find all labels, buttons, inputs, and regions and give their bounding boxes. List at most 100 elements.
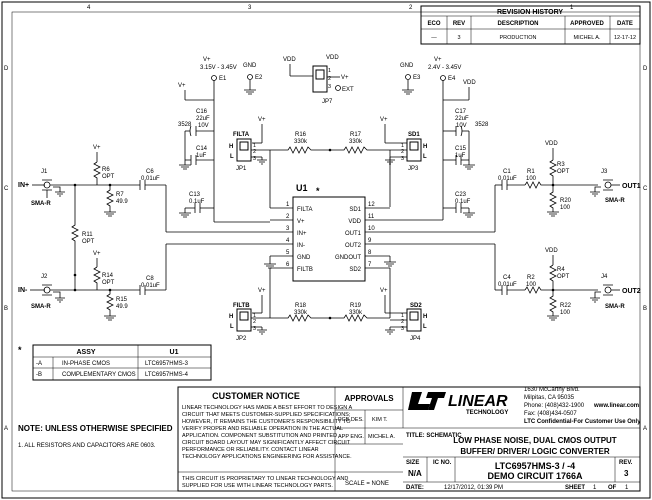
c16-ref: C16 — [196, 109, 208, 115]
rev-cell: MICHEL A. — [574, 35, 601, 41]
j2-type: SMA-R — [31, 304, 51, 310]
filta-label: FILTA — [233, 132, 250, 138]
assy-header: ASSY — [76, 349, 95, 356]
c16-volt: 10V — [198, 123, 209, 129]
r3-value: OPT — [557, 169, 570, 175]
pin-num: 3 — [253, 156, 256, 162]
jumper-jp7[interactable] — [312, 65, 328, 93]
resistor-r16 — [270, 146, 330, 154]
vplus-label: V+ — [434, 57, 442, 63]
r16-value: 330k — [294, 139, 308, 145]
company-logo: LINEAR TECHNOLOGY — [408, 392, 508, 416]
pin-num: 2 — [328, 76, 331, 82]
assy-star: * — [18, 345, 22, 355]
c14-value: 1uF — [196, 153, 207, 159]
resistor-r1 — [524, 181, 598, 189]
of-value: 1 — [625, 485, 629, 491]
resistor-r22 — [549, 290, 557, 316]
pin-num: 1 — [328, 68, 331, 74]
r18-ref: R18 — [295, 303, 307, 309]
r18-value: 330k — [294, 310, 308, 316]
vplus-label: V+ — [178, 83, 186, 89]
part-number: LTC6957HMS-3 / -4 — [495, 461, 575, 471]
e2-label: E2 — [255, 75, 263, 81]
jp2-label: JP2 — [236, 336, 247, 342]
assy-table: * ASSY U1 -A IN-PHASE CMOS LTC6957HMS-3 … — [18, 344, 212, 381]
u1-pin-num: 9 — [368, 238, 372, 244]
terminal-ext — [335, 85, 341, 91]
u1-pin-name: V+ — [297, 219, 305, 225]
u1-pin-num: 3 — [286, 226, 290, 232]
proprietary-line: THIS CIRCUIT IS PROPRIETARY TO LINEAR TE… — [182, 476, 348, 482]
u1-label: U1 — [296, 183, 308, 193]
r15-value: 49.9 — [116, 304, 128, 310]
inp-label: IN+ — [18, 182, 29, 189]
title-line-1: LOW PHASE NOISE, DUAL CMOS OUTPUT — [453, 436, 617, 445]
out1-label: OUT1 — [622, 183, 641, 190]
l-label: L — [423, 324, 427, 330]
vplus-label: V+ — [93, 145, 101, 151]
r3-ref: R3 — [557, 162, 565, 168]
c13-ref: C13 — [189, 192, 201, 198]
u1-pin-num: 6 — [286, 262, 290, 268]
pin-num: 3 — [401, 156, 404, 162]
icno-label: IC NO. — [433, 460, 452, 466]
vplus-label: V+ — [380, 288, 388, 294]
revision-history-table: REVISION HISTORY ECO REV DESCRIPTION APP… — [420, 5, 641, 45]
date-label: DATE: — [406, 485, 424, 491]
h-label: H — [229, 144, 233, 150]
resistor-r14 — [93, 266, 101, 290]
u1-pin-num: 10 — [368, 226, 375, 232]
revision-title: REVISION HISTORY — [497, 9, 563, 16]
r19-value: 330k — [349, 310, 363, 316]
vdd-label: VDD — [283, 57, 296, 63]
vdd-label: VDD — [463, 80, 476, 86]
assy-cell: IN-PHASE CMOS — [62, 361, 110, 367]
resistor-r7 — [106, 185, 114, 212]
u1-pin-name: VDD — [348, 219, 361, 225]
vdd-label: VDD — [326, 55, 339, 61]
u1-body — [292, 196, 366, 282]
u1-pin-name: FILTA — [297, 207, 312, 213]
connector-j3[interactable] — [604, 181, 612, 189]
r4-ref: R4 — [557, 267, 565, 273]
resistor-r18 — [270, 314, 330, 322]
pin-num: 3 — [401, 326, 404, 332]
rev-cell: PRODUCTION — [500, 35, 537, 41]
h-label: H — [229, 314, 233, 320]
input-network-inp: IN+ J1 SMA-R V+ R6 OPT R7 49.9 C6 0.01uF… — [18, 145, 270, 277]
address-line: Fax: (408)434-0507 — [524, 411, 577, 417]
zone-label-top: 2 — [409, 5, 413, 11]
vplus-label: V+ — [380, 117, 388, 123]
u1-pin-name: IN- — [297, 243, 305, 249]
rev-cell: — — [431, 35, 437, 41]
c17-value: 22uF — [455, 116, 469, 122]
logo-text: LINEAR — [448, 393, 508, 410]
title-block — [177, 386, 641, 492]
assy-cell: -A — [36, 361, 42, 367]
inn-label: IN- — [18, 287, 28, 294]
assy-cell: COMPLEMENTARY CMOS — [62, 372, 136, 378]
jumper-jp2-group: FILTB V+ H L 1 2 3 JP2 R18 330k R19 330k — [229, 288, 390, 342]
pin-num: 1 — [253, 313, 256, 319]
output-network-out1: C1 0.01uF R1 100 VDD R3 OPT R20 100 J3 S… — [390, 141, 641, 233]
input-network-inn: IN- J2 SMA-R V+ R14 OPT R15 49.9 C8 0.01… — [18, 243, 270, 321]
c6-ref: C6 — [146, 169, 154, 175]
customer-notice-line: PERFORMANCE OR RELIABILITY. CONTACT LINE… — [182, 447, 319, 453]
r6-value: OPT — [102, 174, 115, 180]
zone-label-side: C — [643, 186, 648, 192]
terminal-e4 — [440, 75, 446, 81]
sd1-label: SD1 — [408, 132, 420, 138]
resistor-r2 — [524, 286, 598, 294]
size-label: SIZE — [406, 460, 419, 466]
u1-pin-num: 5 — [286, 250, 290, 256]
app-eng-name: MICHEL A. — [368, 434, 395, 440]
r11-ref: R11 — [82, 232, 93, 238]
connector-j4[interactable] — [604, 286, 612, 294]
u1-pin-num: 12 — [368, 202, 375, 208]
jumper-jp2[interactable] — [236, 308, 252, 332]
resistor-r17 — [330, 146, 390, 154]
u1-star: * — [316, 186, 320, 196]
